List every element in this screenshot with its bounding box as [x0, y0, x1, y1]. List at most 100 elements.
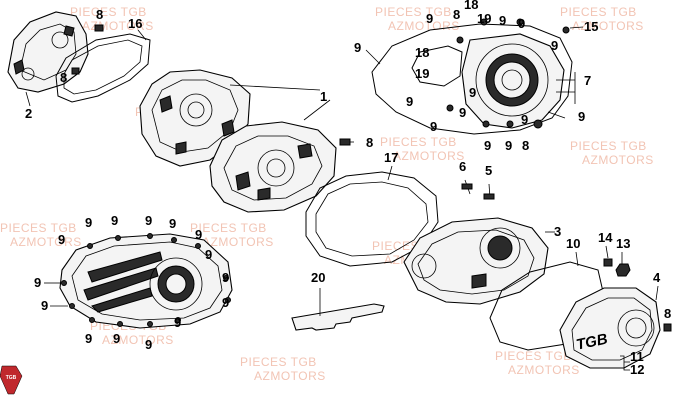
callout-9: 9 — [578, 109, 585, 124]
bolt-icon — [87, 243, 93, 249]
callout-2: 2 — [25, 106, 32, 121]
bolt-icon — [61, 280, 67, 286]
watermark-line1: PIECES TGB — [70, 5, 147, 19]
callout-20: 20 — [311, 270, 325, 285]
callout-10: 10 — [566, 236, 580, 251]
callout-8: 8 — [60, 70, 67, 85]
callout-8: 8 — [453, 7, 460, 22]
watermark-line1: PIECES TGB — [190, 221, 267, 235]
insulation-strip — [291, 303, 385, 331]
brand-logo: TGB — [0, 365, 23, 395]
callout-9: 9 — [113, 331, 120, 346]
watermark-line2: AZMOTORS — [10, 235, 82, 249]
callout-8: 8 — [664, 306, 671, 321]
bolt-icon — [446, 104, 454, 112]
callout-1: 1 — [320, 89, 327, 104]
watermark-line2: AZMOTORS — [582, 153, 654, 167]
callout-9: 9 — [551, 38, 558, 53]
callout-9: 9 — [505, 138, 512, 153]
callout-9: 9 — [222, 295, 229, 310]
outer-transmission-cover: TGB — [559, 287, 661, 369]
washer-icon — [603, 258, 613, 267]
bolt-icon — [115, 235, 121, 241]
callout-17: 17 — [384, 150, 398, 165]
callout-6: 6 — [459, 159, 466, 174]
bolt-icon — [195, 243, 201, 249]
callout-19: 19 — [477, 11, 491, 26]
watermark-line1: PIECES TGB — [570, 139, 647, 153]
callout-9: 9 — [426, 11, 433, 26]
callout-9: 9 — [41, 298, 48, 313]
bolt-icon — [516, 18, 524, 26]
bolt-icon — [456, 36, 464, 44]
callout-9: 9 — [430, 119, 437, 134]
crankcase-lower-half — [209, 121, 337, 213]
callout-8: 8 — [522, 138, 529, 153]
watermark-line2: AZMOTORS — [388, 19, 460, 33]
bolt-icon — [663, 323, 672, 332]
callout-14: 14 — [598, 230, 613, 245]
watermark-line1: PIECES TGB — [375, 5, 452, 19]
callout-9: 9 — [145, 337, 152, 352]
bolt-icon — [171, 237, 177, 243]
bolt-icon — [175, 317, 181, 323]
watermark-line2: AZMOTORS — [202, 235, 274, 249]
callout-9: 9 — [521, 112, 528, 127]
svg-text:TGB: TGB — [6, 375, 17, 381]
leader-line — [229, 84, 331, 121]
bolt-icon — [480, 18, 488, 26]
callout-9: 9 — [85, 331, 92, 346]
cover-logo-text: TGB — [575, 330, 610, 353]
bolt-icon — [506, 120, 514, 128]
callout-9: 9 — [499, 13, 506, 28]
gasket-16 — [55, 33, 151, 103]
callout-7: 7 — [584, 73, 591, 88]
callout-18: 18 — [464, 0, 478, 12]
bolt-icon — [89, 317, 95, 323]
callout-9: 9 — [111, 213, 118, 228]
transmission-outer-plate — [59, 233, 233, 329]
watermark-line2: AZMOTORS — [82, 19, 154, 33]
watermark-line1: PIECES TGB — [380, 135, 457, 149]
bolt-icon — [71, 67, 80, 75]
nut-icon — [615, 263, 631, 277]
seal-ring — [411, 45, 463, 87]
watermark-line2: AZMOTORS — [393, 149, 465, 163]
callout-4: 4 — [653, 270, 661, 285]
watermark-line1: PIECES TGB — [560, 5, 637, 19]
callout-8: 8 — [366, 135, 373, 150]
crankcase-left-half — [7, 11, 89, 93]
callout-9: 9 — [354, 40, 361, 55]
bolt-icon — [482, 120, 490, 128]
bolt-icon — [225, 297, 231, 303]
bolt-icon — [533, 119, 543, 129]
callout-15: 15 — [584, 19, 598, 34]
callout-labels: 8 16 8 2 1 8 9 9 8 18 19 9 9 15 18 19 9 … — [25, 0, 671, 377]
callout-18: 18 — [415, 45, 429, 60]
callout-9: 9 — [459, 105, 466, 120]
callout-9: 9 — [195, 227, 202, 242]
bolt-icon — [69, 303, 75, 309]
callout-9: 9 — [484, 138, 491, 153]
bolt-icon — [223, 275, 229, 281]
watermark-line1: PIECES TGB — [240, 355, 317, 369]
callout-9: 9 — [205, 247, 212, 262]
watermark-line2: AZMOTORS — [572, 19, 644, 33]
clutch-cover-gasket — [371, 23, 573, 135]
callout-9: 9 — [174, 315, 181, 330]
bolt-icon — [562, 26, 570, 34]
bolt-icon — [94, 24, 104, 32]
bolt-icon — [117, 321, 123, 327]
callout-9: 9 — [518, 16, 525, 31]
callout-9: 9 — [58, 232, 65, 247]
callout-5: 5 — [485, 163, 492, 178]
bolt-icon — [339, 138, 354, 146]
watermark-line1: PIECES TGB — [0, 221, 77, 235]
callout-9: 9 — [169, 216, 176, 231]
stud-icon — [461, 179, 473, 195]
callout-13: 13 — [616, 236, 630, 251]
stud-icon — [483, 183, 495, 200]
watermark-line2: AZMOTORS — [254, 369, 326, 383]
callout-11: 11 — [630, 349, 644, 364]
